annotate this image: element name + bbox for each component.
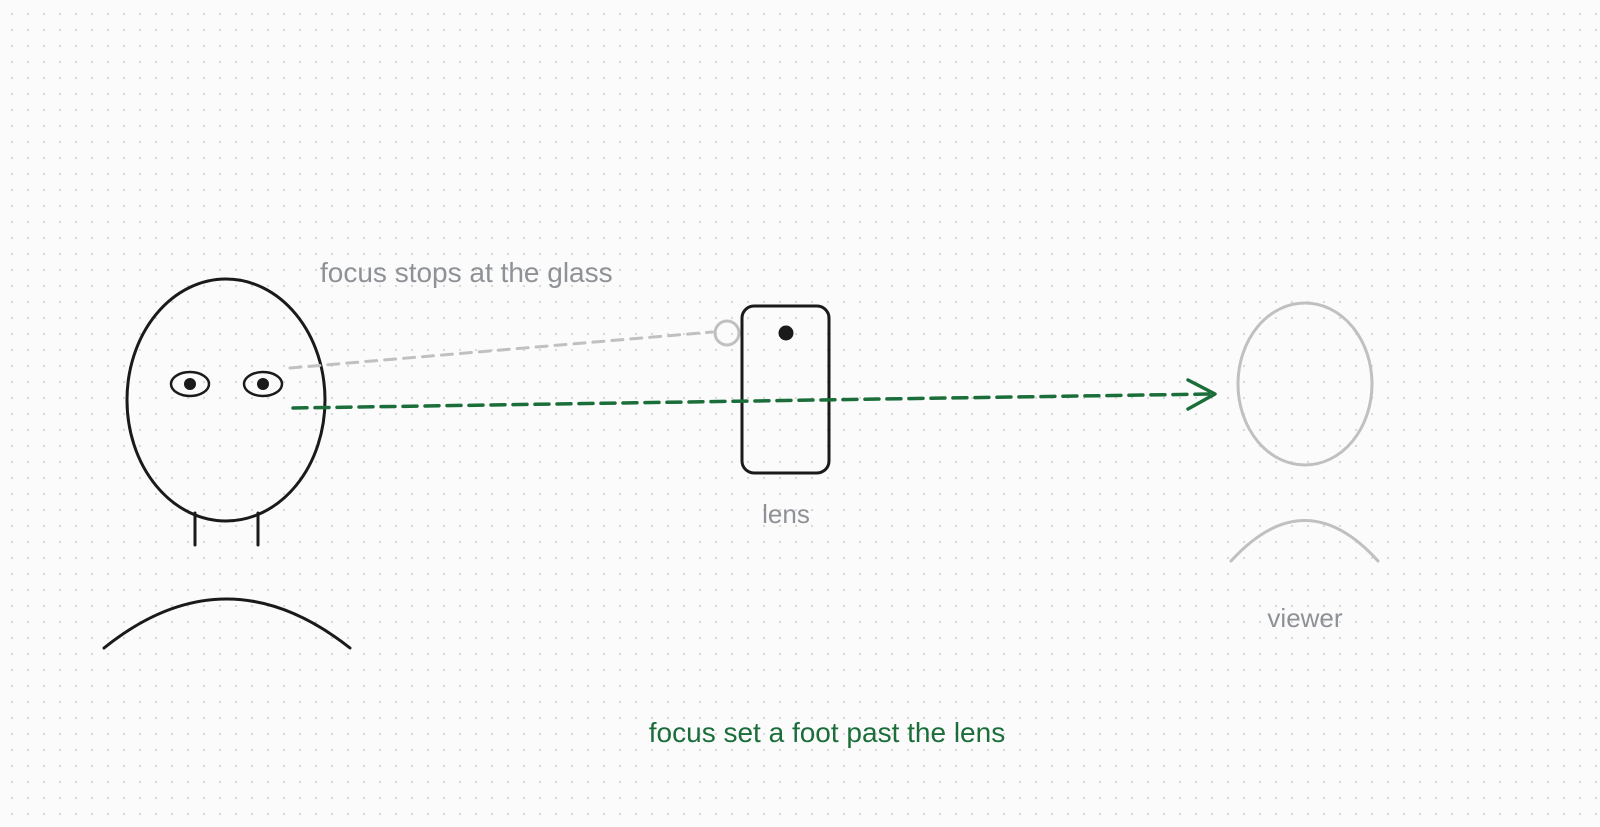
glass-focus-label: focus stops at the glass xyxy=(320,257,613,288)
viewer-label: viewer xyxy=(1267,603,1342,633)
viewer-head xyxy=(1236,301,1374,467)
person-shoulders xyxy=(102,597,352,650)
phone-camera-dot xyxy=(778,325,794,341)
past-focus-line xyxy=(291,392,1212,410)
viewer-shoulders xyxy=(1229,519,1380,563)
past-focus-label: focus set a foot past the lens xyxy=(649,717,1005,748)
person-icon xyxy=(102,277,352,650)
past-focus-arrowhead xyxy=(1186,378,1217,411)
glass-focus-line xyxy=(288,330,714,370)
person-left-pupil xyxy=(184,378,196,390)
person-right-pupil xyxy=(257,378,269,390)
phone-body xyxy=(740,304,831,475)
person-right-eye xyxy=(242,370,284,398)
viewer-icon xyxy=(1229,301,1380,563)
person-left-eye xyxy=(169,370,211,398)
lens-label: lens xyxy=(762,499,810,529)
person-head xyxy=(125,277,327,523)
glass-focus-point xyxy=(713,319,741,347)
phone-icon xyxy=(740,304,831,475)
